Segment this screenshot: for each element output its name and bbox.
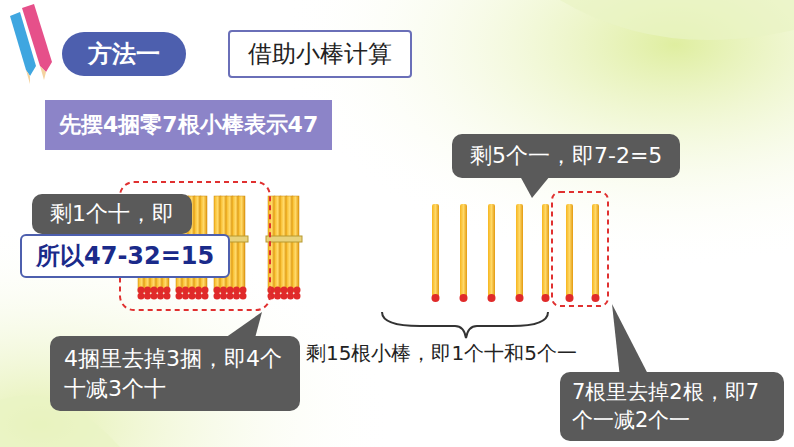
result-box: 所以47-32=15 (20, 234, 230, 278)
callout: 剩5个一，即7-2=5 (452, 134, 680, 178)
brace (382, 312, 548, 338)
node-text: 借助小棒计算 (248, 38, 392, 70)
callout: 剩1个十，即 (32, 194, 192, 234)
note-text: 剩15根小棒，即1个十和5个一 (306, 340, 577, 367)
node-text: 4捆里去掉3捆，即4个十减3个十 (64, 344, 286, 403)
node-text: 方法一 (88, 38, 160, 70)
node-text: 先摆4捆零7根小棒表示47 (59, 110, 318, 140)
callout: 7根里去掉2根，即7个一减2个一 (560, 372, 784, 441)
node-text: 7根里去掉2根，即7个一减2个一 (572, 378, 772, 435)
node-text: 剩1个十，即 (50, 199, 174, 229)
callout: 4捆里去掉3捆，即4个十减3个十 (50, 336, 300, 411)
method-tag: 方法一 (62, 32, 186, 76)
dashed-group (552, 192, 608, 306)
step-band: 先摆4捆零7根小棒表示47 (45, 100, 332, 150)
loose-sticks (432, 204, 600, 302)
node-text: 剩5个一，即7-2=5 (470, 141, 662, 171)
node-text: 所以47-32=15 (36, 240, 214, 272)
title-box: 借助小棒计算 (228, 30, 412, 78)
pencil-icon (10, 4, 52, 84)
